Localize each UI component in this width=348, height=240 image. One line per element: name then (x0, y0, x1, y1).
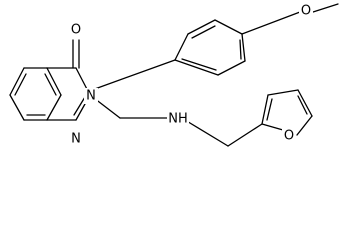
bond (44, 73, 57, 96)
bond (191, 25, 216, 39)
bond (73, 96, 86, 116)
bond (174, 59, 219, 76)
bond (296, 115, 313, 136)
bond (297, 89, 313, 117)
bond (46, 67, 62, 96)
bond (241, 11, 301, 35)
bond (312, 3, 339, 13)
bond (9, 67, 25, 96)
ring-nitrogen-3-label: N (86, 89, 96, 104)
furan-oxygen-label: O (284, 129, 294, 144)
molecule-structure: O N N O NH O (9, 3, 339, 147)
bond (174, 33, 189, 61)
carbonyl-oxygen-label: O (71, 23, 81, 38)
bond (297, 95, 308, 115)
bond (184, 119, 229, 147)
bond (267, 89, 299, 96)
bond (181, 58, 217, 71)
bond (227, 123, 263, 147)
bond (9, 94, 25, 121)
bond (217, 60, 246, 76)
ring-nitrogen-1-label: N (71, 132, 81, 147)
atom-labels: O N N O NH O (69, 3, 313, 147)
bond (261, 123, 284, 131)
bond (266, 98, 273, 121)
methoxy-oxygen-label: O (301, 4, 311, 19)
bond (239, 39, 242, 60)
bond (91, 59, 176, 91)
bond (261, 94, 269, 125)
bond (214, 19, 243, 35)
bond (14, 73, 27, 96)
bond (241, 33, 246, 62)
amine-label: NH (168, 112, 188, 127)
bond (187, 19, 216, 35)
bond (46, 94, 62, 121)
